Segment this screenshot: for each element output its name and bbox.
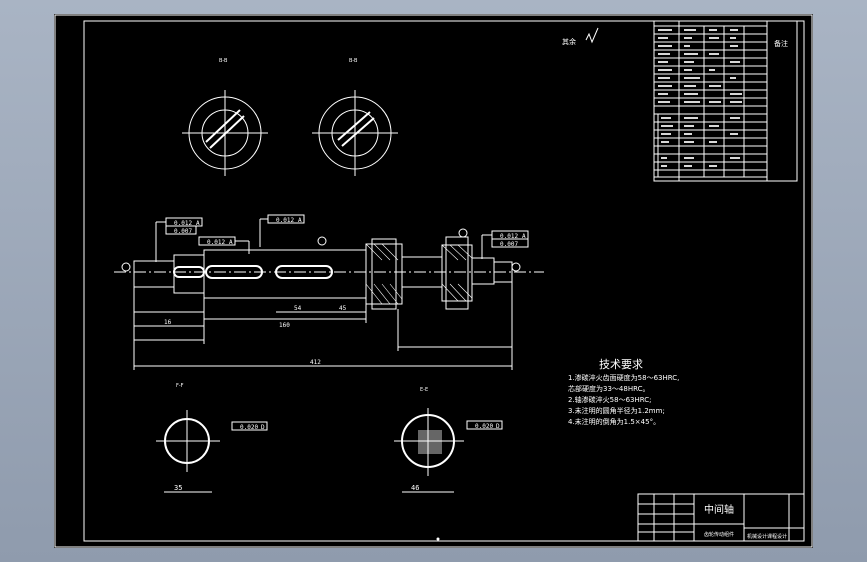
svg-text:54: 54 [294,305,302,312]
svg-text:45: 45 [339,305,347,312]
roughness-symbol-icon [585,27,599,44]
svg-text:A: A [522,233,526,240]
gear-hatching [365,243,473,305]
title-sub: 齿轮传动组件 [704,531,734,538]
svg-text:0.020: 0.020 [240,424,258,431]
drawing-canvas: 其余 [54,14,813,548]
svg-text:D: D [261,424,265,431]
main-shaft-view [114,228,544,310]
section-view-ee: 0.020 D 46 [394,408,503,493]
svg-text:0.007: 0.007 [500,241,518,248]
section-label-ee: E-E [420,387,428,393]
gear-parameter-table [653,20,798,182]
table-note: 备注 [774,39,788,48]
tolerance-left: 0.012 A 0.007 [155,217,203,262]
svg-text:160: 160 [279,322,290,329]
title-block [637,493,805,542]
drawing-sheet: 其余 [54,14,813,548]
svg-text:0.007: 0.007 [174,228,192,235]
svg-text:0.012: 0.012 [207,239,225,246]
tech-note-5: 4.未注明的倒角为1.5×45°。 [568,417,660,426]
dimensions: 160 54 45 412 16 [133,282,513,370]
outer-border [54,14,813,548]
tolerance-right: 0.012 A 0.007 [481,230,529,259]
svg-text:0.012: 0.012 [500,233,518,240]
tolerance-top: 0.012 A [259,214,305,247]
section-view-bb-left [182,90,268,176]
svg-text:A: A [229,239,233,246]
svg-text:35: 35 [174,484,182,492]
svg-text:D: D [496,423,500,430]
tech-note-3: 2.轴渗碳淬火58～63HRC; [568,395,652,404]
svg-text:A: A [298,217,302,224]
tech-requirements-title: 技术要求 [599,358,643,371]
svg-text:412: 412 [310,359,321,366]
svg-text:0.012: 0.012 [174,220,192,227]
section-label-bb-left: B-B [219,58,228,64]
section-label-ff: F-F [176,383,184,389]
section-view-bb-right [312,90,398,176]
school-name: 机械设计课程设计 [747,533,787,540]
roughness-note: 其余 [562,37,576,46]
section-view-ff: 0.020 D 35 [156,410,268,493]
section-label-bb-right: B-B [349,58,358,64]
part-name: 中间轴 [704,503,734,516]
tolerance-mid: 0.012 A [198,236,250,254]
tech-note-4: 3.未注明的圆角半径为1.2mm; [568,406,665,415]
tech-note-2: 芯部硬度为33～48HRC。 [568,384,649,393]
svg-text:0.012: 0.012 [276,217,294,224]
svg-text:46: 46 [411,484,419,492]
inner-border [83,20,805,542]
tech-note-1: 1.渗碳淬火齿面硬度为58～63HRC, [568,373,679,382]
svg-text:16: 16 [164,319,172,326]
svg-text:A: A [196,220,200,227]
crosshair-icon [436,537,440,541]
svg-text:0.020: 0.020 [475,423,493,430]
